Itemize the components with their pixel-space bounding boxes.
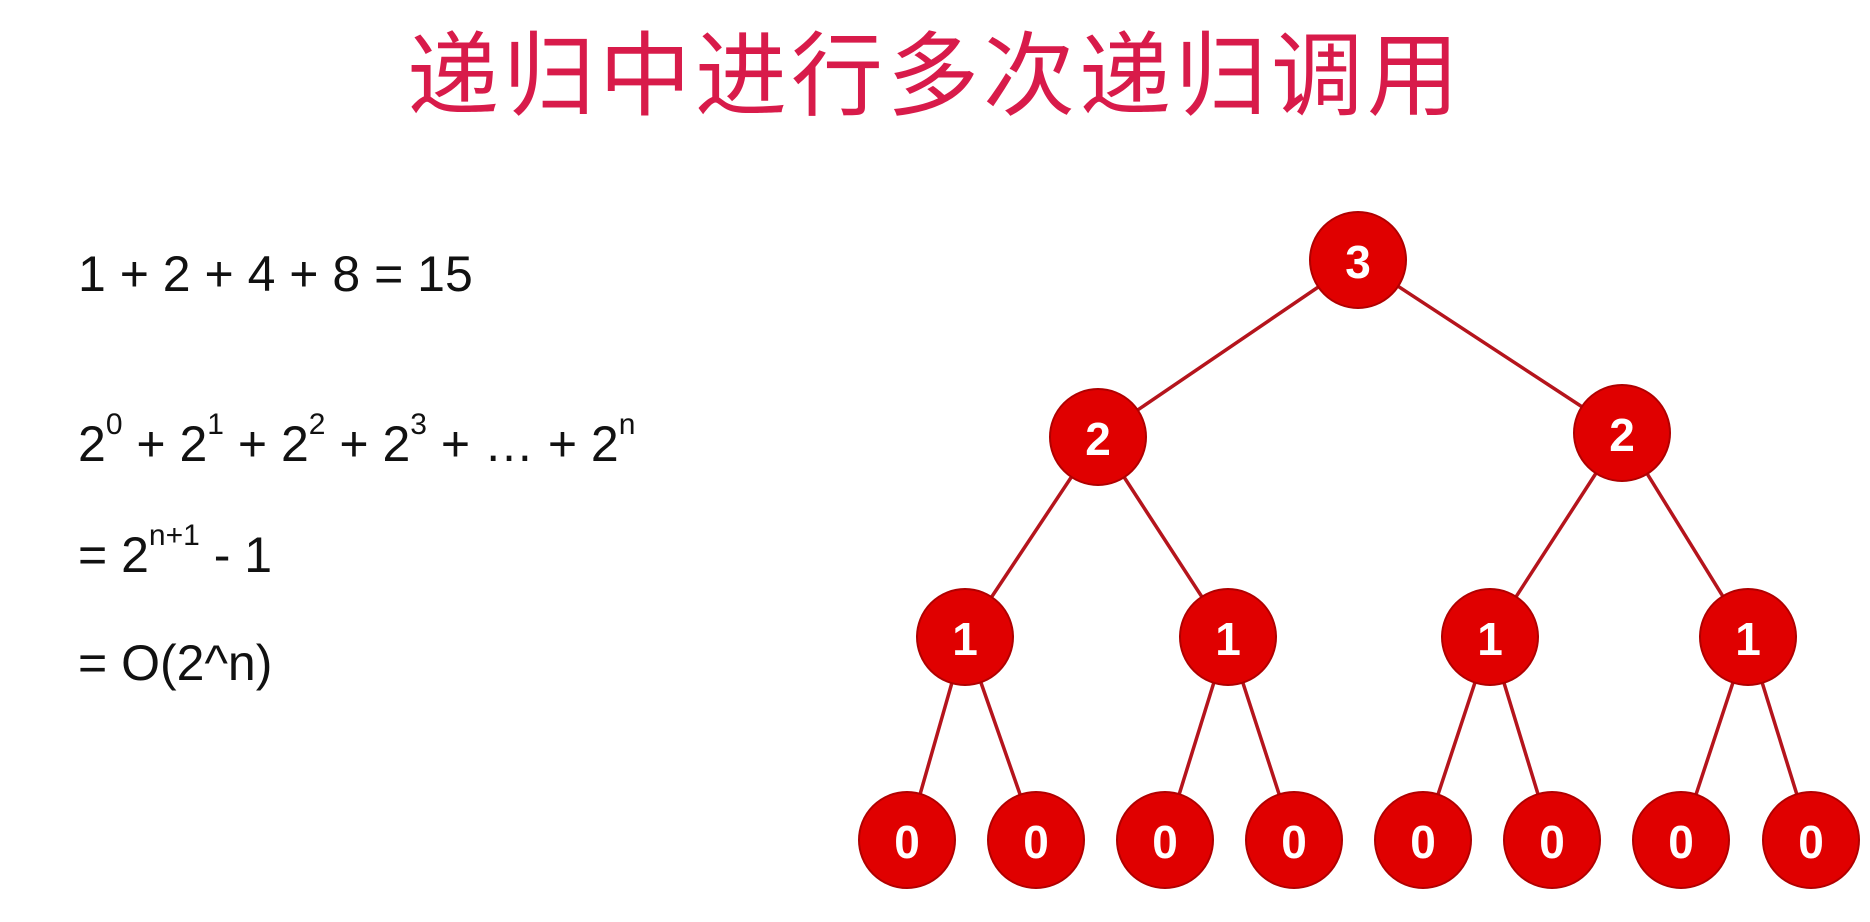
- svg-text:0: 0: [1152, 816, 1178, 868]
- term-base: 2: [280, 416, 309, 472]
- formula-geometric-series: 20 + 21 + 22 + 23 + … + 2n: [78, 410, 635, 474]
- svg-text:0: 0: [894, 816, 920, 868]
- term-exponent: n: [618, 408, 636, 441]
- closed-form-suffix: - 1: [199, 527, 273, 583]
- term-exponent: 0: [105, 408, 123, 441]
- svg-text:1: 1: [952, 613, 978, 665]
- ellipsis: …: [483, 416, 534, 472]
- tree-node: 1: [1179, 588, 1277, 686]
- tree-node: 2: [1049, 388, 1147, 486]
- plus-sign: +: [426, 416, 484, 472]
- plus-sign: +: [533, 416, 591, 472]
- tree-node: 1: [1699, 588, 1797, 686]
- edge: [1097, 258, 1359, 439]
- formula-big-o: = O(2^n): [78, 635, 273, 691]
- closed-form-prefix: = 2: [78, 527, 149, 583]
- tree-node-leaf: 0: [1374, 791, 1472, 889]
- slide-title: 递归中进行多次递归调用: [406, 23, 1463, 130]
- svg-text:0: 0: [1410, 816, 1436, 868]
- plus-sign: +: [325, 416, 383, 472]
- tree-edges: [905, 258, 1813, 841]
- svg-text:0: 0: [1668, 816, 1694, 868]
- term-exponent: 3: [410, 408, 427, 441]
- svg-text:2: 2: [1085, 413, 1111, 465]
- tree-node-leaf: 0: [1245, 791, 1343, 889]
- svg-text:1: 1: [1735, 613, 1761, 665]
- svg-text:0: 0: [1798, 816, 1824, 868]
- svg-text:3: 3: [1345, 236, 1371, 288]
- tree-node-root: 3: [1309, 211, 1407, 309]
- tree-node-leaf: 0: [1762, 791, 1860, 889]
- plus-sign: +: [122, 416, 180, 472]
- term-base: 2: [179, 416, 208, 472]
- tree-node: 1: [1441, 588, 1539, 686]
- tree-node-leaf: 0: [987, 791, 1085, 889]
- tree-node: 1: [916, 588, 1014, 686]
- tree-nodes: 3 2 2 1 1 1 1 0: [858, 211, 1860, 889]
- tree-node-leaf: 0: [1116, 791, 1214, 889]
- edge: [1357, 258, 1623, 435]
- tree-node-leaf: 0: [1503, 791, 1601, 889]
- term-base: 2: [78, 416, 106, 472]
- plus-sign: +: [223, 416, 281, 472]
- tree-node-leaf: 0: [858, 791, 956, 889]
- term-exponent: 1: [207, 408, 224, 441]
- term-exponent: 2: [308, 408, 326, 441]
- term-base: 2: [382, 416, 411, 472]
- formula-sum-example: 1 + 2 + 4 + 8 = 15: [78, 246, 473, 302]
- formula-closed-form: = 2n+1 - 1: [78, 521, 273, 585]
- tree-node-leaf: 0: [1632, 791, 1730, 889]
- svg-text:0: 0: [1023, 816, 1049, 868]
- svg-text:1: 1: [1215, 613, 1241, 665]
- svg-text:1: 1: [1477, 613, 1503, 665]
- tree-node: 2: [1573, 384, 1671, 482]
- closed-form-exponent: n+1: [148, 519, 200, 552]
- svg-text:2: 2: [1609, 409, 1635, 461]
- svg-text:0: 0: [1281, 816, 1307, 868]
- svg-text:0: 0: [1539, 816, 1565, 868]
- term-base: 2: [590, 416, 619, 472]
